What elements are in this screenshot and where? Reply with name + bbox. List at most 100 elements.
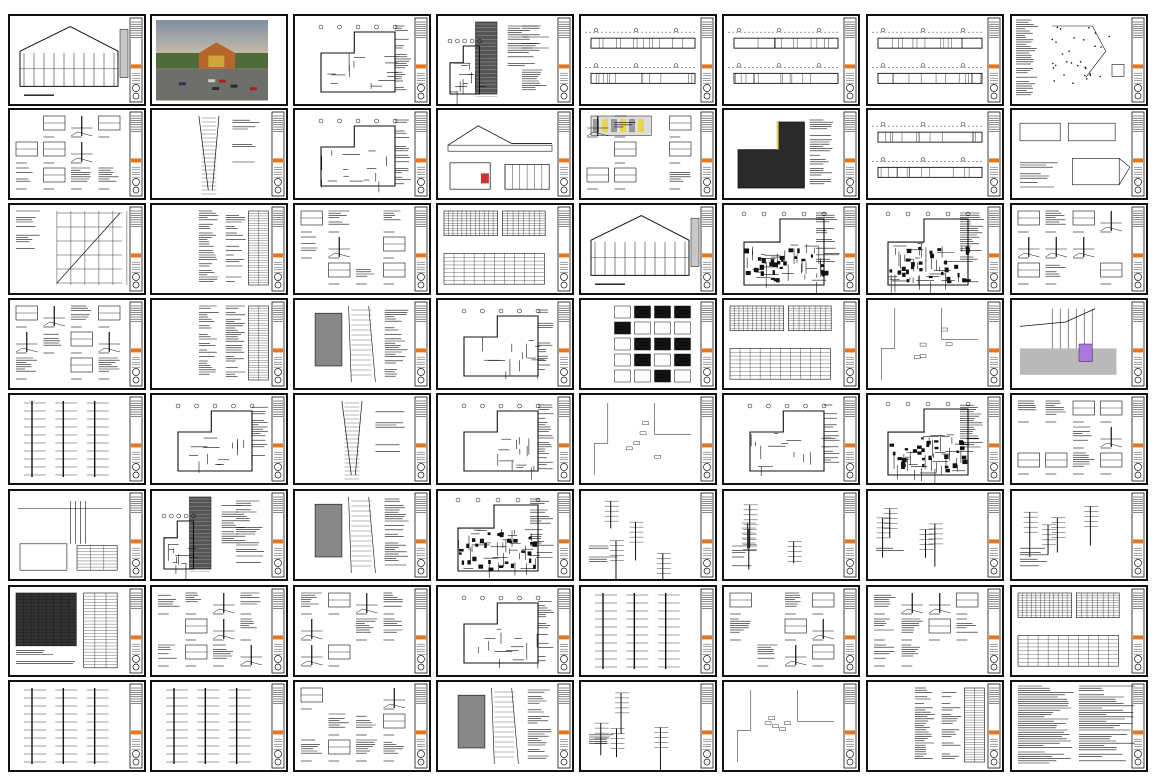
sheet-thumbnail[interactable] — [579, 393, 717, 485]
sheet-thumbnail[interactable] — [436, 585, 574, 677]
sheet-thumbnail[interactable] — [866, 585, 1004, 677]
sheet-drawing-section-tall — [24, 396, 143, 482]
sheet-thumbnail[interactable] — [293, 203, 431, 295]
sheet-thumbnail[interactable] — [579, 203, 717, 295]
sheet-thumbnail[interactable] — [8, 680, 146, 772]
sheet-drawing-section-color — [1019, 301, 1145, 387]
sheet-thumbnail[interactable] — [8, 203, 146, 295]
sheet-thumbnail[interactable] — [150, 680, 288, 772]
sheet-drawing-site-strip — [198, 111, 285, 197]
sheet-drawing-section-tall — [595, 588, 714, 674]
sheet-thumbnail[interactable] — [150, 108, 288, 200]
sheet-thumbnail[interactable] — [1010, 203, 1148, 295]
sheet-thumbnail[interactable] — [8, 585, 146, 677]
sheet-thumbnail[interactable] — [436, 298, 574, 390]
sheet-drawing-details-dense — [614, 301, 714, 387]
sheet-thumbnail[interactable] — [1010, 298, 1148, 390]
sheet-drawing-details — [1017, 396, 1145, 482]
sheet-drawing-plan-sparse — [881, 301, 1001, 387]
sheet-thumbnail[interactable] — [8, 108, 146, 200]
sheet-drawing-details — [300, 588, 428, 674]
sheet-thumbnail[interactable] — [1010, 393, 1148, 485]
sheet-drawing-sections — [1019, 111, 1145, 197]
sheet-drawing-details — [874, 588, 1001, 674]
sheet-thumbnail[interactable] — [1010, 108, 1148, 200]
sheet-drawing-section-tall — [166, 683, 285, 769]
sheet-thumbnail[interactable] — [293, 298, 431, 390]
sheet-thumbnail[interactable] — [436, 393, 574, 485]
sheet-thumbnail[interactable] — [8, 14, 146, 106]
sheet-thumbnail[interactable] — [436, 489, 574, 581]
sheet-drawing-riser — [18, 492, 143, 578]
sheet-drawing-plan-dark — [447, 17, 571, 104]
sheet-thumbnail[interactable] — [579, 489, 717, 581]
sheet-drawing-elevation-render — [19, 17, 143, 103]
sheet-thumbnail[interactable] — [436, 14, 574, 106]
sheet-thumbnail[interactable] — [866, 14, 1004, 106]
sheet-drawing-details-sparse — [732, 492, 857, 578]
sheet-drawing-site-plan — [457, 683, 571, 769]
sheet-drawing-elevation-section — [447, 111, 571, 197]
sheet-thumbnail[interactable] — [150, 585, 288, 677]
sheet-thumbnail[interactable] — [436, 203, 574, 295]
sheet-drawing-plan-hatched — [885, 396, 1001, 483]
sheet-thumbnail[interactable] — [722, 298, 860, 390]
sheet-thumbnail[interactable] — [8, 298, 146, 390]
sheet-thumbnail[interactable] — [150, 14, 288, 106]
sheet-drawing-site-plan — [314, 492, 428, 578]
sheet-drawing-details — [15, 301, 143, 387]
sheet-thumbnail[interactable] — [150, 203, 288, 295]
sheet-thumbnail[interactable] — [866, 489, 1004, 581]
sheet-thumbnail[interactable] — [293, 393, 431, 485]
sheet-thumbnail[interactable] — [722, 585, 860, 677]
sheet-thumbnail[interactable] — [866, 680, 1004, 772]
sheet-drawing-plan — [747, 396, 857, 482]
sheet-thumbnail[interactable] — [436, 108, 574, 200]
sheet-drawing-elevation-long — [872, 17, 1001, 103]
sheet-thumbnail[interactable] — [150, 298, 288, 390]
sheet-thumbnail[interactable] — [722, 14, 860, 106]
sheet-thumbnail[interactable] — [722, 108, 860, 200]
sheet-drawing-elevation-long — [585, 17, 714, 103]
sheet-thumbnail[interactable] — [150, 393, 288, 485]
sheet-thumbnail[interactable] — [579, 108, 717, 200]
sheet-thumbnail[interactable] — [293, 585, 431, 677]
sheet-thumbnail[interactable] — [866, 393, 1004, 485]
sheet-drawing-plan-sparse — [594, 396, 714, 482]
sheet-drawing-plan — [318, 17, 428, 103]
sheet-thumbnail[interactable] — [436, 680, 574, 772]
sheet-thumbnail[interactable] — [866, 108, 1004, 200]
sheet-thumbnail[interactable] — [579, 585, 717, 677]
sheet-thumbnail[interactable] — [722, 203, 860, 295]
sheet-thumbnail[interactable] — [8, 393, 146, 485]
sheet-thumbnail[interactable] — [293, 489, 431, 581]
sheet-drawing-grid-plan — [16, 206, 143, 292]
sheet-thumbnail[interactable] — [293, 108, 431, 200]
sheet-thumbnail[interactable] — [579, 680, 717, 772]
sheet-drawing-notes-dense — [1018, 683, 1145, 769]
sheet-drawing-details-sparse — [876, 492, 1001, 578]
sheet-thumbnail[interactable] — [722, 489, 860, 581]
sheet-drawing-elevation-long — [728, 17, 857, 103]
sheet-thumbnail[interactable] — [1010, 489, 1148, 581]
sheet-thumbnail[interactable] — [579, 14, 717, 106]
sheet-thumbnail[interactable] — [293, 680, 431, 772]
sheet-thumbnail[interactable] — [722, 680, 860, 772]
sheet-drawing-plan — [318, 111, 428, 197]
sheet-drawing-schedule-table — [443, 206, 571, 292]
sheet-drawing-photo — [156, 20, 268, 101]
sheet-thumbnail[interactable] — [150, 489, 288, 581]
sheet-thumbnail[interactable] — [8, 489, 146, 581]
sheet-thumbnail[interactable] — [722, 393, 860, 485]
sheet-thumbnail[interactable] — [1010, 14, 1148, 106]
sheet-drawing-details-color — [586, 111, 714, 197]
sheet-thumbnail[interactable] — [579, 298, 717, 390]
sheet-drawing-details — [729, 588, 857, 674]
sheet-thumbnail[interactable] — [1010, 585, 1148, 677]
sheet-thumbnail[interactable] — [1010, 680, 1148, 772]
sheet-thumbnail[interactable] — [866, 298, 1004, 390]
sheet-thumbnail[interactable] — [293, 14, 431, 106]
sheet-drawing-plan-hatched — [741, 206, 857, 293]
sheet-thumbnail[interactable] — [866, 203, 1004, 295]
